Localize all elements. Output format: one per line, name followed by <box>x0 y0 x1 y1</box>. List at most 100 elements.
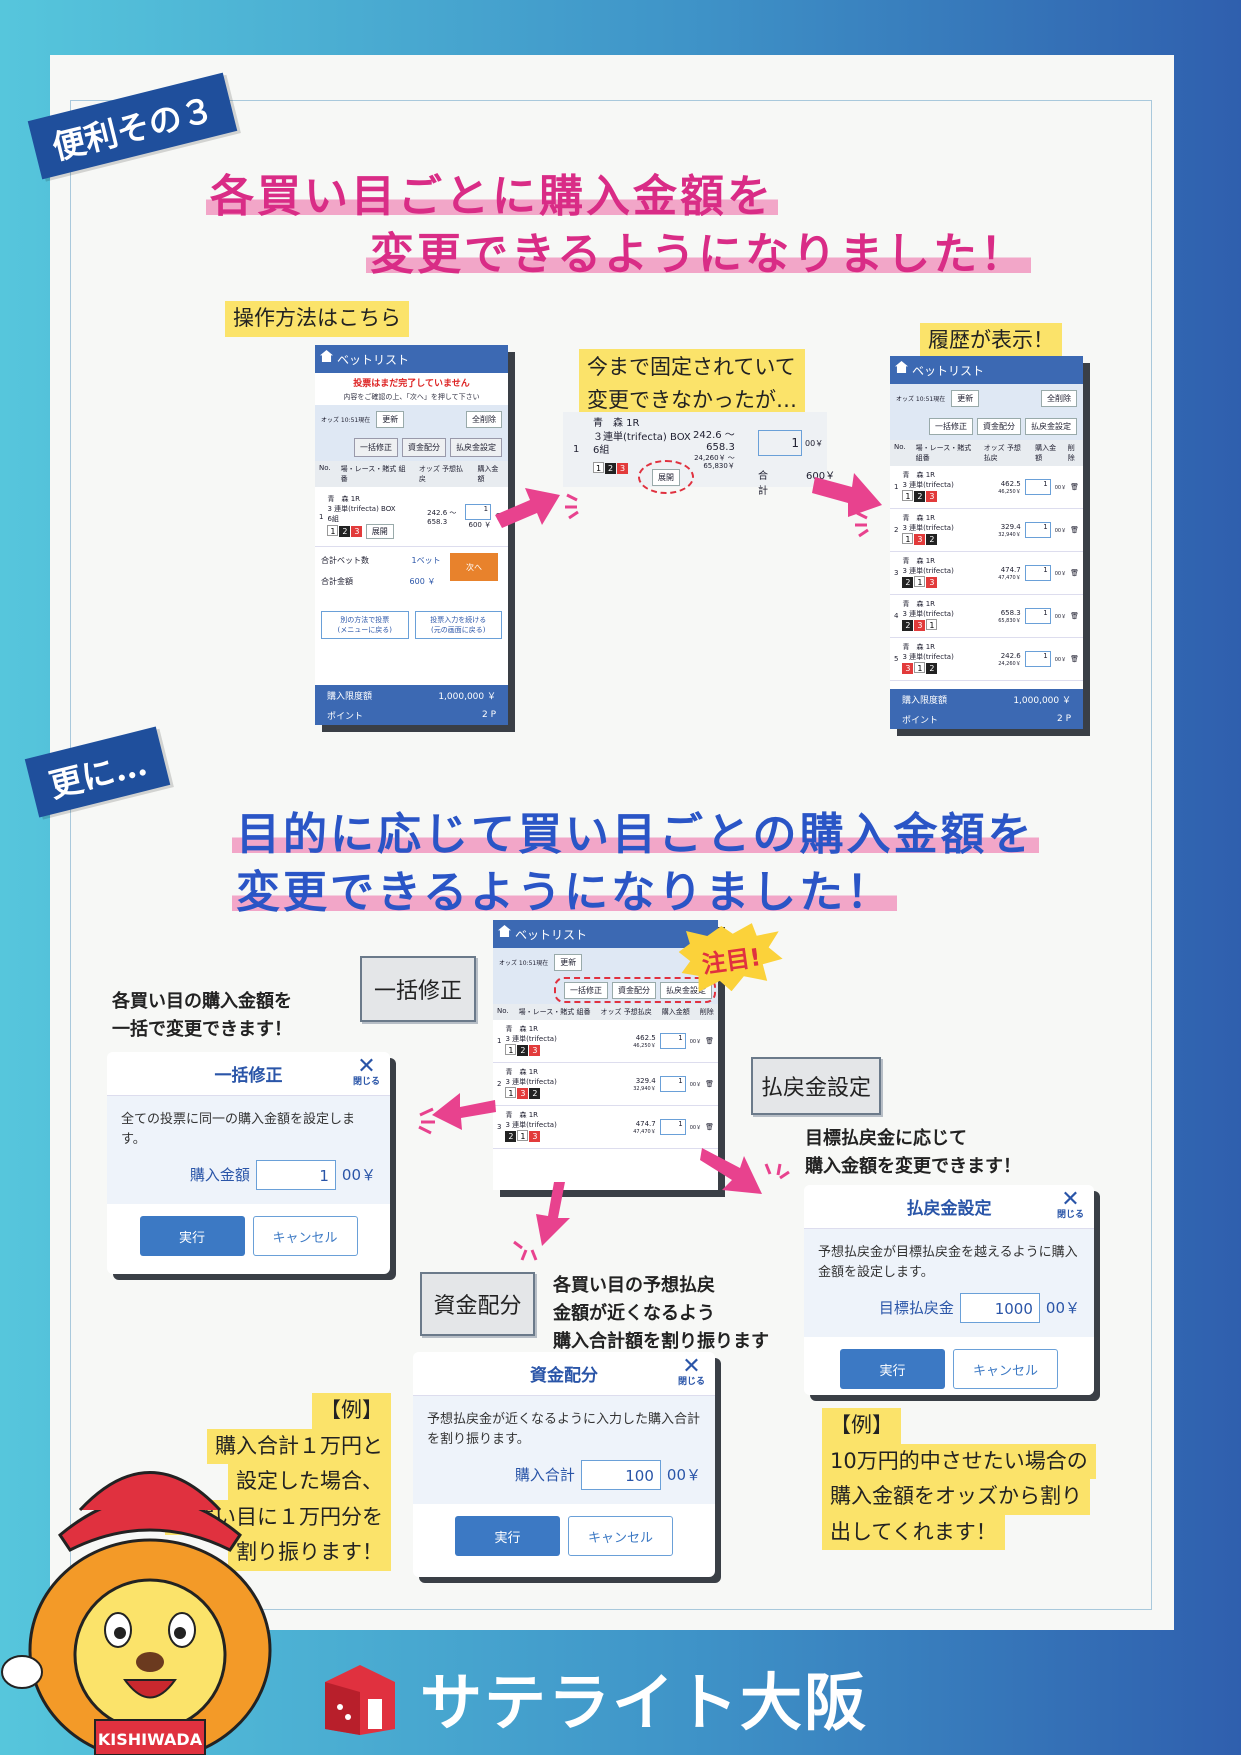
trash-icon[interactable]: 🗑 <box>1070 483 1079 491</box>
amount-input[interactable]: 1 <box>1024 565 1051 581</box>
amount-input[interactable]: 1 <box>465 503 492 520</box>
trash-icon[interactable]: 🗑 <box>1070 655 1079 663</box>
cancel-button[interactable]: キャンセル <box>953 1349 1058 1390</box>
table-header: No.場・レース・賭式 組番オッズ 予想払戻購入金額削除 <box>890 440 1083 466</box>
trash-icon[interactable]: 🗑 <box>1070 526 1079 534</box>
example-right-line1: 10万円的中させたい場合の <box>822 1443 1096 1479</box>
close-button[interactable]: ✕閉じる <box>1056 1187 1084 1220</box>
expand-button[interactable]: 展開 <box>365 523 394 539</box>
panel-frame <box>70 100 1152 1610</box>
other-method-button[interactable]: 別の方法で投票(メニューに戻る) <box>321 611 409 639</box>
fund-alloc-button[interactable]: 資金配分 <box>977 417 1021 435</box>
trash-icon[interactable]: 🗑 <box>705 1080 714 1088</box>
close-button[interactable]: ✕閉じる <box>677 1354 705 1387</box>
example-left-line1: 購入合計１万円と <box>207 1428 391 1464</box>
home-icon[interactable] <box>320 350 333 362</box>
fund-alloc-button[interactable]: 資金配分 <box>402 437 446 457</box>
example-right-title: 【例】 <box>822 1408 901 1444</box>
trash-icon[interactable]: 🗑 <box>1070 569 1079 577</box>
total-input[interactable]: 100 <box>580 1460 661 1491</box>
amount-input[interactable]: 1 <box>1024 651 1051 667</box>
amount-input[interactable]: 1 <box>659 1076 686 1092</box>
action-highlight <box>554 977 716 1003</box>
target-payout-input[interactable]: 1000 <box>959 1293 1040 1324</box>
bulk-edit-button[interactable]: 一括修正 <box>564 981 608 999</box>
burst-icon <box>565 493 579 520</box>
close-icon: ✕ <box>682 1354 701 1379</box>
amount-input[interactable]: 1 <box>1024 479 1051 495</box>
phone-header: ベットリスト <box>890 356 1083 384</box>
refresh-button[interactable]: 更新 <box>951 389 980 407</box>
exec-button[interactable]: 実行 <box>840 1349 945 1390</box>
lion-mascot-image: KISHIWADA <box>1 1471 272 1755</box>
brand-building-icon <box>325 1665 395 1735</box>
arrow-right-icon <box>812 473 882 517</box>
continue-button[interactable]: 投票入力を続ける(元の画面に戻る) <box>414 611 502 639</box>
close-icon: ✕ <box>1061 1187 1080 1212</box>
payout-set-button[interactable]: 払戻金設定 <box>1025 417 1077 435</box>
example-right-line2: 購入金額をオッズから割り <box>822 1479 1090 1515</box>
amount-input[interactable]: 1 <box>1024 522 1051 538</box>
next-button[interactable]: 次へ <box>450 553 498 581</box>
burst-icon <box>764 1163 790 1180</box>
warning-subtext: 内容をご確認の上、「次へ」を押して下さい <box>343 393 480 401</box>
arrow-down-icon <box>536 1182 570 1246</box>
expand-button[interactable]: 展開 <box>652 468 680 486</box>
amount-input[interactable]: 1 <box>255 1160 336 1191</box>
close-button[interactable]: ✕閉じる <box>352 1054 380 1087</box>
exec-button[interactable]: 実行 <box>455 1516 560 1557</box>
odds-time: オッズ 10:51現在 <box>896 395 946 403</box>
amount-input[interactable]: 1 <box>758 430 802 456</box>
phone-header: ベットリスト <box>315 345 508 373</box>
example-left-line2: 設定した場合、 <box>228 1464 391 1500</box>
home-icon[interactable] <box>498 925 511 937</box>
phone-screen-betlist-1: ベットリスト 投票はまだ完了していません 内容をご確認の上、「次へ」を押して下さ… <box>315 345 508 725</box>
refresh-button[interactable]: 更新 <box>554 953 583 971</box>
bulk-edit-button[interactable]: 一括修正 <box>929 417 973 435</box>
odds-bar: オッズ 10:51現在 更新 全削除 <box>315 405 508 433</box>
fund-alloc-dialog: 資金配分 ✕閉じる 予想払戻金が近くなるように入力した購入合計を割り振ります。 … <box>413 1352 715 1577</box>
payout-set-button[interactable]: 払戻金設定 <box>450 437 502 457</box>
section1-headline-line2: 変更できるようになりました！ <box>366 218 1032 282</box>
section2-headline-line1: 目的に応じて買い目ごとの購入金額を <box>232 798 1039 862</box>
history-label: 履歴が表示！ <box>920 323 1062 359</box>
trash-icon[interactable]: 🗑 <box>705 1037 714 1045</box>
dialog-header: 資金配分 ✕閉じる <box>413 1352 715 1396</box>
delete-all-button[interactable]: 全削除 <box>1041 389 1077 407</box>
burst-icon <box>418 1107 435 1135</box>
table-header: No.場・レース・賭式 組番オッズ 予想払戻購入金額削除 <box>493 1004 718 1020</box>
delete-all-button[interactable]: 全削除 <box>466 410 502 428</box>
phone-screen-betlist-3: ベットリスト オッズ 10:51現在 更新 一括修正 資金配分 払戻金設定 No… <box>493 920 718 1190</box>
trash-icon[interactable]: 🗑 <box>705 1123 714 1131</box>
bulk-edit-button[interactable]: 一括修正 <box>354 437 398 457</box>
fund-alloc-button[interactable]: 資金配分 <box>612 981 656 999</box>
cancel-button[interactable]: キャンセル <box>252 1216 358 1257</box>
refresh-button[interactable]: 更新 <box>376 410 405 428</box>
totals-area: 合計ベット数 1ベット 合計金額 600 ￥ 次へ <box>315 547 508 607</box>
amount-input[interactable]: 1 <box>1024 608 1051 624</box>
amount-input[interactable]: 1 <box>659 1033 686 1049</box>
action-bar: 一括修正 資金配分 払戻金設定 <box>890 412 1083 440</box>
exec-button[interactable]: 実行 <box>139 1216 245 1257</box>
brand-name: サテライト大阪 <box>420 1666 869 1739</box>
fund-note: 各買い目の予想払戻金額が近くなるよう購入合計額を割り振ります <box>553 1275 769 1352</box>
action-bar: 一括修正 資金配分 払戻金設定 <box>315 433 508 461</box>
cancel-button[interactable]: キャンセル <box>568 1516 673 1557</box>
home-icon[interactable] <box>895 361 908 373</box>
amount-input[interactable]: 1 <box>659 1119 686 1135</box>
trash-icon[interactable]: 🗑 <box>1070 612 1079 620</box>
